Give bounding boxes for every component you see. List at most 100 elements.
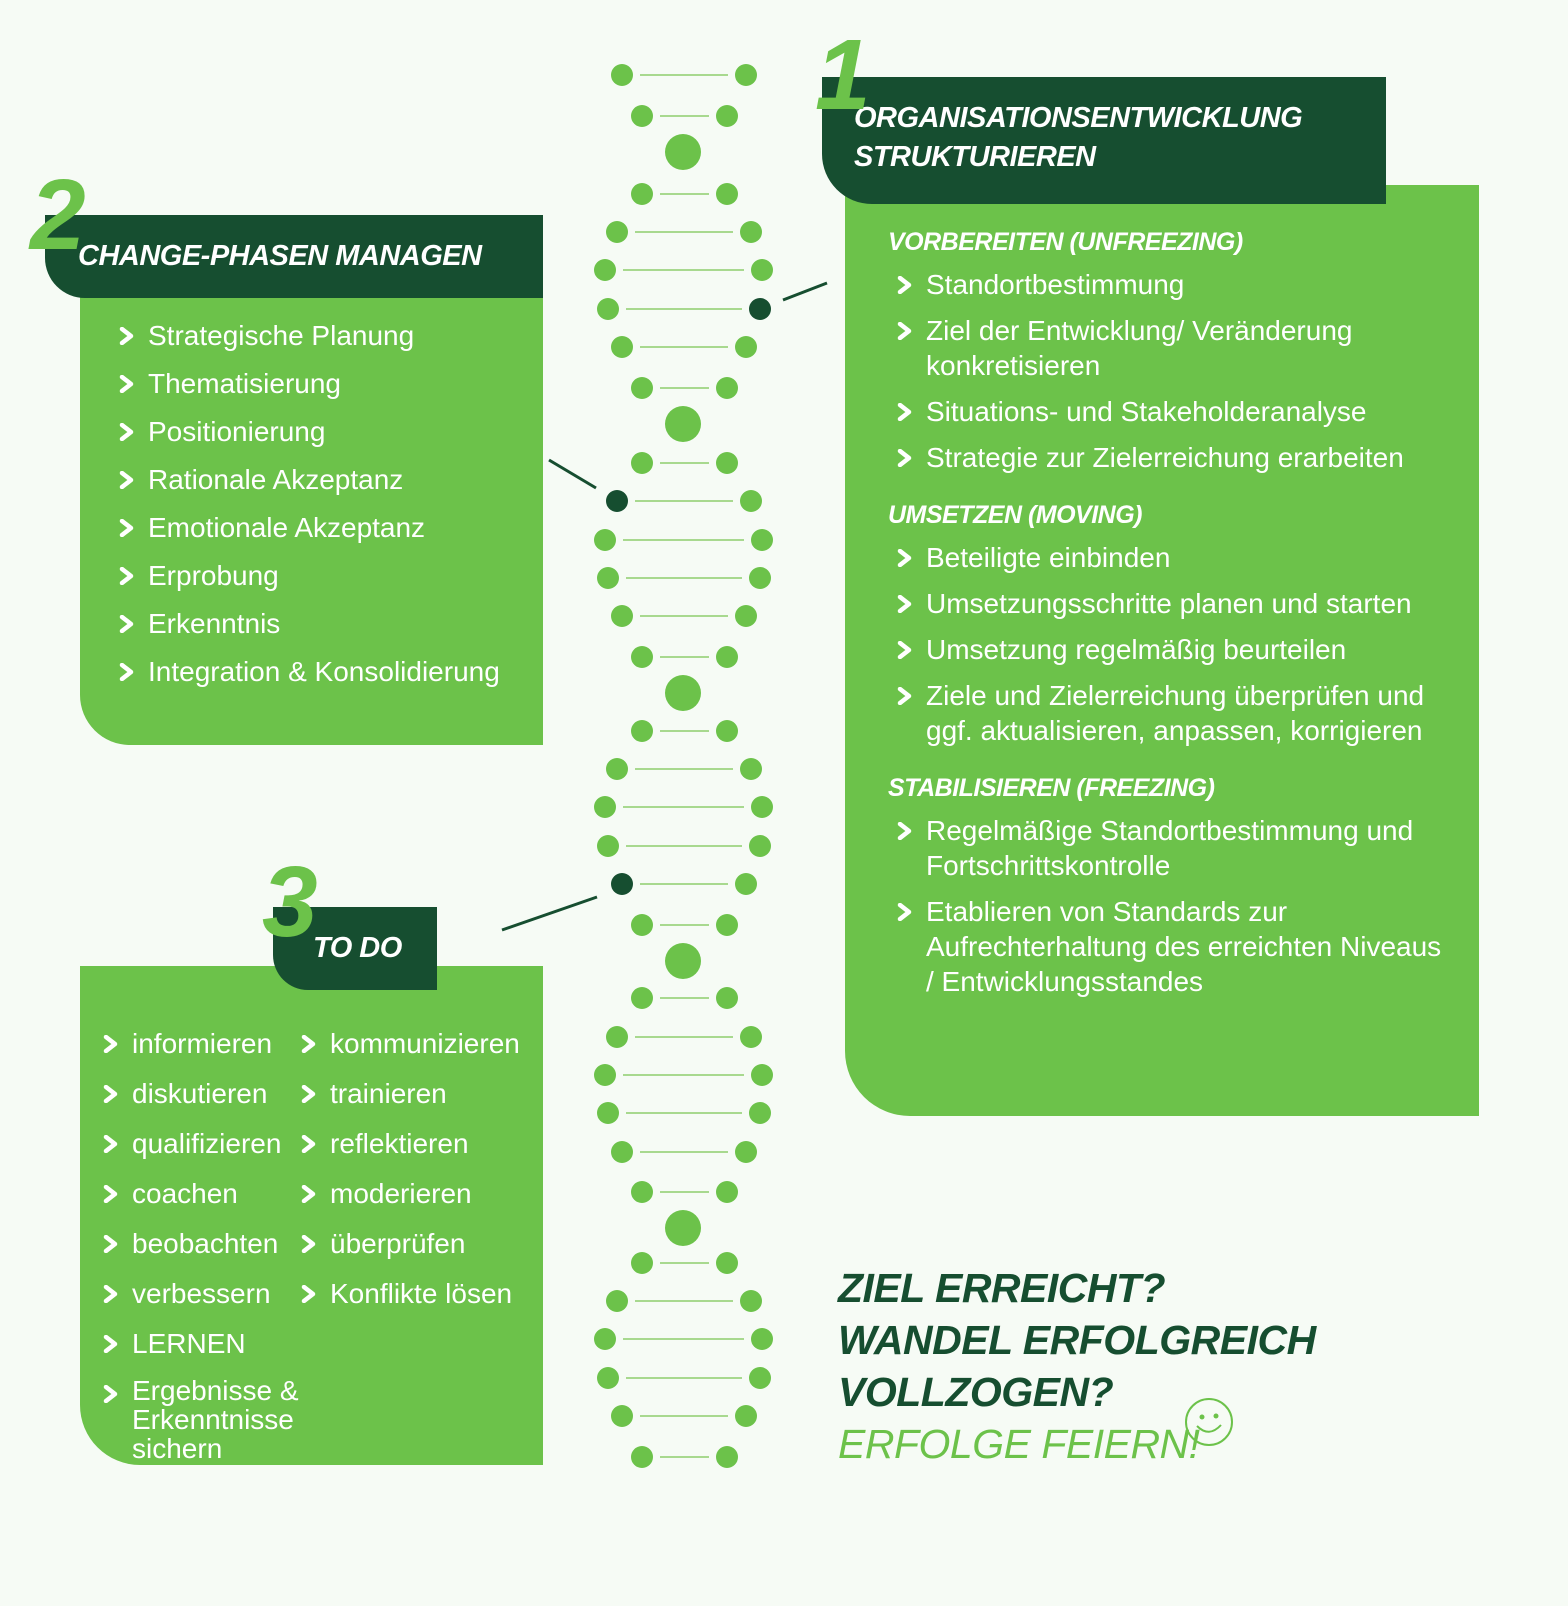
list-item: Regelmäßige Standortbestimmung und Forts… — [896, 813, 1448, 883]
smiley-icon — [1185, 1398, 1233, 1446]
closing-line-3: VOLLZOGEN? — [838, 1369, 1114, 1415]
helix-dot — [631, 1446, 653, 1468]
helix-dot — [611, 605, 633, 627]
list-item-label: moderieren — [330, 1178, 472, 1209]
list-item-label: Emotionale Akzeptanz — [148, 512, 426, 543]
helix-dot — [751, 1328, 773, 1350]
list-item-label: Umsetzung regelmäßig beurteilen — [926, 634, 1347, 665]
helix-dot — [597, 567, 619, 589]
list-item: Strategie zur Zielerreichung erarbeiten — [896, 440, 1448, 475]
section1-panel — [845, 185, 1479, 1116]
helix-dot — [751, 796, 773, 818]
celebrate-text: ERFOLGE FEIERN! — [838, 1421, 1200, 1467]
list-item: diskutieren — [102, 1076, 302, 1111]
helix-dot — [631, 914, 653, 936]
helix-dot — [716, 914, 738, 936]
helix-node — [665, 675, 701, 711]
chevron-right-icon — [103, 1135, 118, 1153]
list-item-label: informieren — [132, 1028, 273, 1059]
helix-dot — [751, 1064, 773, 1086]
chevron-right-icon — [103, 1185, 118, 1203]
list-item: Konflikte lösen — [300, 1276, 540, 1311]
chevron-right-icon — [103, 1285, 118, 1303]
section1-number: 1 — [815, 19, 871, 131]
helix-dot — [716, 1181, 738, 1203]
list-item: reflektieren — [300, 1126, 540, 1161]
helix-dot — [716, 720, 738, 742]
list-item-label: Erprobung — [148, 560, 279, 591]
list-item-label: Strategie zur Zielerreichung erarbeiten — [926, 442, 1404, 473]
helix-dot — [716, 452, 738, 474]
phase-title: STABILISIEREN (FREEZING) — [888, 774, 1215, 802]
chevron-right-icon — [119, 567, 134, 585]
helix-marker-dot — [611, 873, 633, 895]
helix-node — [665, 134, 701, 170]
list-item-label: Umsetzungsschritte planen und starten — [926, 588, 1412, 619]
list-item: überprüfen — [300, 1226, 540, 1261]
helix-dot — [631, 452, 653, 474]
section1-header: ORGANISATIONSENTWICKLUNG STRUKTURIEREN — [822, 77, 1386, 204]
chevron-right-icon — [103, 1235, 118, 1253]
helix-dot — [740, 221, 762, 243]
list-item-label: Thematisierung — [148, 368, 341, 399]
helix-dot — [735, 605, 757, 627]
list-item-label: Ziel der Entwicklung/ Veränderung konkre… — [926, 315, 1353, 381]
list-item-label: Etablieren von Standards zur Aufrechterh… — [926, 896, 1442, 997]
helix-dot — [716, 377, 738, 399]
chevron-right-icon — [897, 549, 912, 567]
helix-dot — [631, 1252, 653, 1274]
list-item-label: Strategische Planung — [148, 320, 415, 351]
helix-dot — [749, 1367, 771, 1389]
helix-dot — [716, 183, 738, 205]
list-item-label: Konflikte lösen — [330, 1278, 513, 1309]
list-item: Etablieren von Standards zur Aufrechterh… — [896, 894, 1448, 999]
chevron-right-icon — [897, 687, 912, 705]
list-item: informieren — [102, 1026, 302, 1061]
list-item: coachen — [102, 1176, 302, 1211]
list-item: Emotionale Akzeptanz — [118, 510, 518, 545]
helix-marker-dot — [606, 490, 628, 512]
list-item: Standortbestimmung — [896, 267, 1448, 302]
helix-dot — [735, 336, 757, 358]
chevron-right-icon — [103, 1085, 118, 1103]
connector-line-1 — [782, 281, 828, 302]
helix-dot — [735, 873, 757, 895]
helix-dot — [606, 221, 628, 243]
list-item: Positionierung — [118, 414, 518, 449]
helix-dot — [606, 1026, 628, 1048]
section2-header: CHANGE-PHASEN MANAGEN — [45, 215, 543, 298]
list-item-label: qualifizieren — [132, 1128, 282, 1159]
list-item: beobachten — [102, 1226, 302, 1261]
helix-dot — [749, 567, 771, 589]
list-item-label: Erkenntnis — [148, 608, 281, 639]
list-item: Strategische Planung — [118, 318, 518, 353]
list-item-label: trainieren — [330, 1078, 447, 1109]
helix-dot — [631, 183, 653, 205]
helix-dot — [749, 1102, 771, 1124]
phase-title: UMSETZEN (MOVING) — [888, 501, 1143, 529]
chevron-right-icon — [119, 423, 134, 441]
list-item: Situations- und Stakeholderanalyse — [896, 394, 1448, 429]
closing-text: ZIEL ERREICHT? WANDEL ERFOLGREICH VOLLZO… — [838, 1262, 1316, 1470]
section3-number: 3 — [262, 846, 318, 958]
helix-dot — [594, 259, 616, 281]
helix-dot — [735, 1141, 757, 1163]
list-item-label: Ziele und Zielerreichung überprüfen und … — [926, 680, 1425, 746]
helix-dot — [594, 1064, 616, 1086]
section2-number: 2 — [30, 159, 86, 271]
chevron-right-icon — [301, 1185, 316, 1203]
helix-dot — [631, 105, 653, 127]
helix-dot — [611, 336, 633, 358]
list-item: Erkenntnis — [118, 606, 518, 641]
section3-panel — [80, 966, 543, 1465]
chevron-right-icon — [119, 375, 134, 393]
list-item: Rationale Akzeptanz — [118, 462, 518, 497]
helix-dot — [597, 835, 619, 857]
chevron-right-icon — [301, 1135, 316, 1153]
chevron-right-icon — [897, 449, 912, 467]
list-item-label: Positionierung — [148, 416, 326, 447]
section3-header: TO DO — [273, 907, 437, 990]
